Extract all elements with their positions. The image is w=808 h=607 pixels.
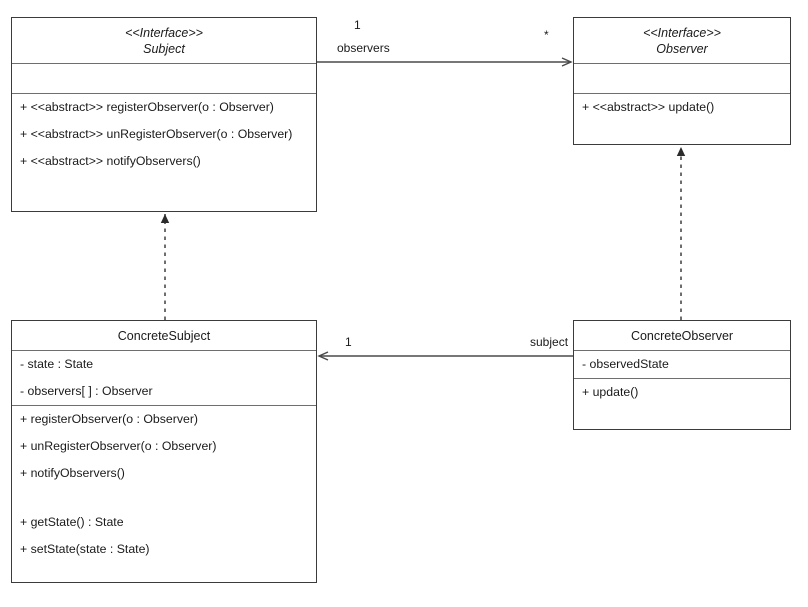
subject-operation: + <<abstract>> unRegisterObserver(o : Ob… (20, 127, 293, 141)
subject-attributes-compartment (12, 63, 316, 93)
association-label-observers-role: observers (337, 41, 390, 55)
concreteobserver-attributes-compartment: - observedState (574, 350, 790, 378)
class-box-observer[interactable]: <<Interface>> Observer + <<abstract>> up… (573, 17, 791, 145)
observer-operation: + <<abstract>> update() (582, 100, 715, 114)
concretesubject-header: ConcreteSubject (12, 321, 316, 350)
concreteobserver-operation: + update() (582, 385, 639, 399)
observer-name: Observer (656, 42, 708, 56)
association-label-observer-multiplicity: * (544, 28, 549, 42)
concretesubject-attribute: - state : State (20, 357, 94, 371)
observer-attributes-compartment (574, 63, 790, 93)
subject-header: <<Interface>> Subject (12, 18, 316, 63)
subject-stereotype: <<Interface>> (125, 26, 203, 40)
concretesubject-operation: + unRegisterObserver(o : Observer) (20, 439, 217, 453)
subject-operation: + <<abstract>> notifyObservers() (20, 154, 201, 168)
concretesubject-operation: + setState(state : State) (20, 542, 150, 556)
class-box-subject[interactable]: <<Interface>> Subject + <<abstract>> reg… (11, 17, 317, 212)
concretesubject-operation: + registerObserver(o : Observer) (20, 412, 199, 426)
association-label-subject-role: subject (530, 335, 569, 349)
concretesubject-operations-compartment: + registerObserver(o : Observer) + unReg… (12, 405, 316, 563)
concretesubject-attribute: - observers[ ] : Observer (20, 384, 153, 398)
observer-stereotype: <<Interface>> (643, 26, 721, 40)
observer-operations-compartment: + <<abstract>> update() (574, 93, 790, 121)
observer-header: <<Interface>> Observer (574, 18, 790, 63)
concretesubject-attributes-compartment: - state : State - observers[ ] : Observe… (12, 350, 316, 405)
subject-operation: + <<abstract>> registerObserver(o : Obse… (20, 100, 274, 114)
subject-name: Subject (143, 42, 185, 56)
association-label-concretesubject-multiplicity: 1 (345, 335, 352, 349)
concretesubject-operation: + getState() : State (20, 515, 124, 529)
concreteobserver-name: ConcreteObserver (630, 329, 734, 343)
subject-operations-compartment: + <<abstract>> registerObserver(o : Obse… (12, 93, 316, 175)
concretesubject-name: ConcreteSubject (117, 329, 211, 343)
concreteobserver-header: ConcreteObserver (574, 321, 790, 350)
class-box-concretesubject[interactable]: ConcreteSubject - state : State - observ… (11, 320, 317, 583)
concretesubject-operation: + notifyObservers() (20, 466, 125, 480)
class-box-concreteobserver[interactable]: ConcreteObserver - observedState + updat… (573, 320, 791, 430)
association-label-subject-multiplicity: 1 (354, 18, 361, 32)
concretesubject-operation-spacer (12, 487, 316, 509)
concreteobserver-attribute: - observedState (582, 357, 669, 371)
concreteobserver-operations-compartment: + update() (574, 378, 790, 406)
